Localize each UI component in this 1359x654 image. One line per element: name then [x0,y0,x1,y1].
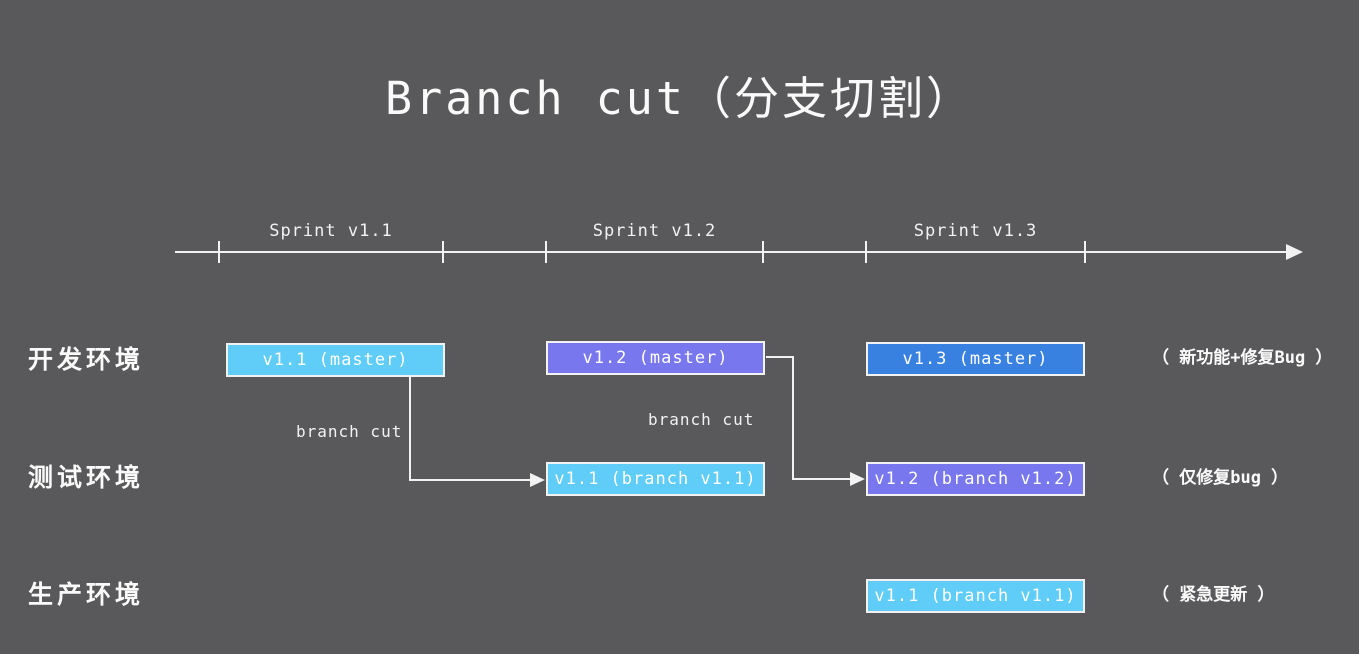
annotation-test-env: （ 仅修复bug ） [1152,468,1289,488]
branch-cut-label-2: branch cut [648,410,755,429]
branch-cut-label-1: branch cut [296,422,403,441]
branch-cut-arrow-2 [766,356,865,486]
box-dev-v13-master: v1.3 (master) [866,342,1085,376]
row-label-dev-env: 开发环境 [28,345,145,374]
timeline-ticks [218,241,1086,263]
branch-cut-arrow-2-arrowhead-icon [850,472,865,486]
row-label-prod-env: 生产环境 [28,580,145,609]
box-dev-v11-master: v1.1 (master) [226,343,445,377]
box-prod-v11-branch: v1.1 (branch v1.1) [866,579,1085,613]
page-title: Branch cut（分支切割） [385,72,974,125]
box-dev-v12-master: v1.2 (master) [546,341,765,375]
box-test-v12-branch: v1.2 (branch v1.2) [866,462,1085,496]
branch-cut-arrow-1-arrowhead-icon [530,473,545,487]
branch-cut-arrow-2-line [766,356,851,480]
annotation-dev-env: （ 新功能+修复Bug ） [1152,348,1333,368]
timeline-arrowhead-icon [1286,244,1303,260]
branch-cut-arrow-1 [409,377,545,487]
box-test-v11-branch: v1.1 (branch v1.1) [546,462,765,496]
timeline-sprint-v1-1-label: Sprint v1.1 [269,221,393,241]
annotation-prod-env: （ 紧急更新 ） [1152,585,1275,605]
timeline-axis [175,241,1303,263]
row-label-test-env: 测试环境 [28,463,145,492]
branch-cut-arrow-1-line [409,377,531,481]
timeline-sprint-v1-3-label: Sprint v1.3 [913,221,1038,241]
timeline-sprint-v1-2-label: Sprint v1.2 [592,221,717,241]
